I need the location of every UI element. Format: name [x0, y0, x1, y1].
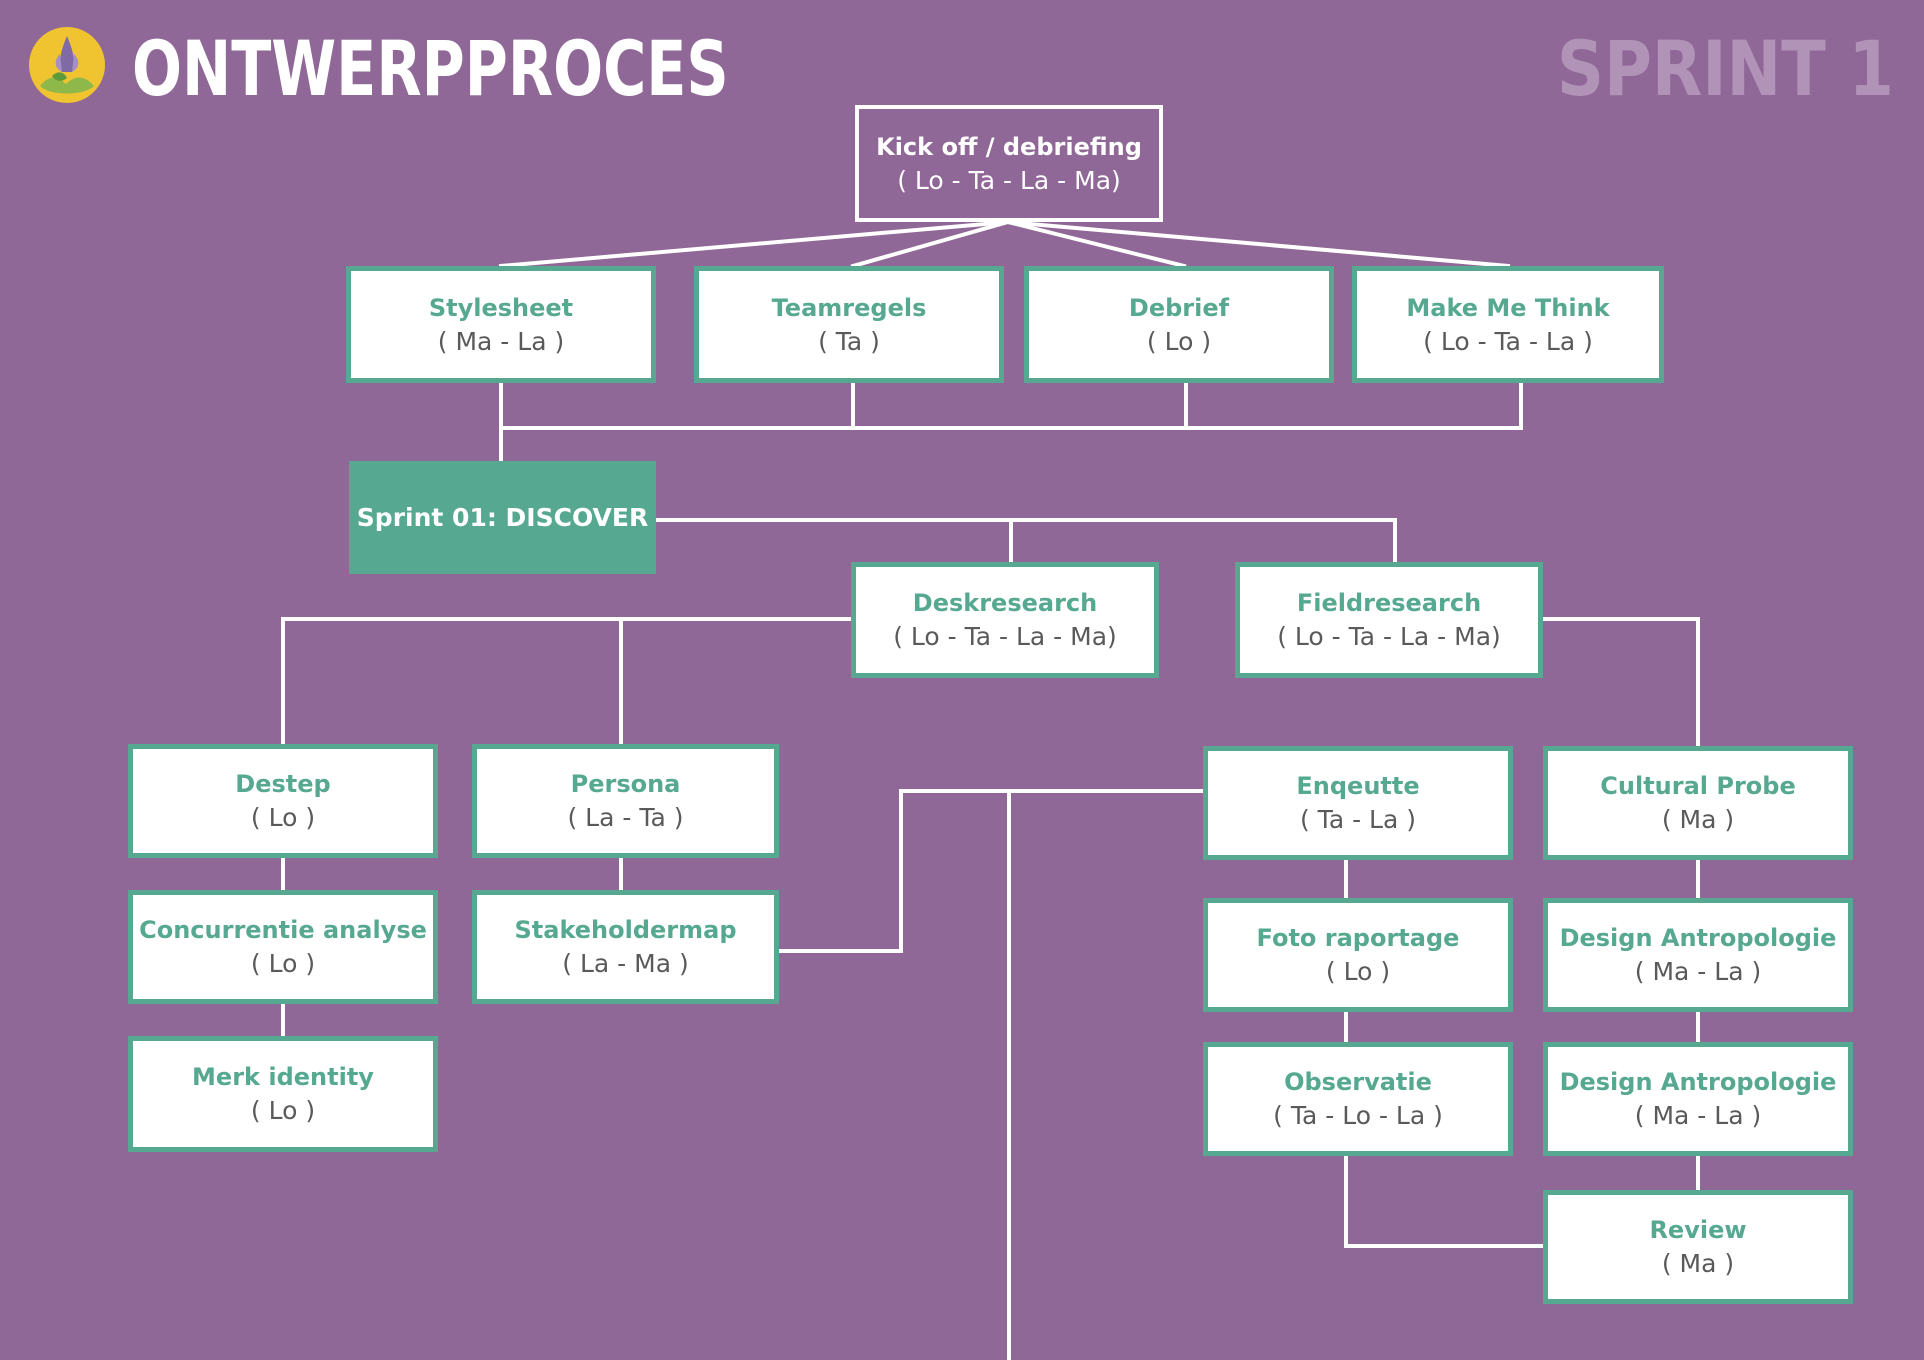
- node-stakeholdermap: Stakeholdermap ( La - Ma ): [472, 890, 779, 1004]
- flower-logo-icon: [29, 27, 105, 103]
- node-title: Merk identity: [192, 1063, 374, 1091]
- node-stylesheet: Stylesheet ( Ma - La ): [346, 266, 656, 383]
- node-title: Cultural Probe: [1600, 772, 1796, 800]
- node-title: Deskresearch: [912, 589, 1098, 617]
- node-roles: ( Lo ): [250, 803, 316, 832]
- node-review: Review ( Ma ): [1543, 1190, 1853, 1304]
- node-title: Observatie: [1284, 1068, 1432, 1096]
- node-title: Debrief: [1128, 293, 1230, 322]
- node-roles: ( La - Ta ): [567, 803, 684, 832]
- node-roles: ( Lo ): [250, 949, 316, 978]
- node-title: Persona: [570, 770, 681, 798]
- node-title: Stakeholdermap: [514, 916, 737, 944]
- node-title: Destep: [235, 770, 331, 798]
- node-roles: ( Ma ): [1661, 805, 1735, 834]
- node-roles: ( Lo ): [250, 1096, 316, 1125]
- node-title: Teamregels: [771, 293, 927, 322]
- node-roles: ( Ma - La ): [437, 326, 565, 356]
- node-fieldresearch: Fieldresearch ( Lo - Ta - La - Ma): [1235, 562, 1543, 678]
- node-title: Foto raportage: [1256, 924, 1460, 952]
- node-title: Enqeutte: [1296, 772, 1420, 800]
- node-foto-raportage: Foto raportage ( Lo ): [1203, 898, 1513, 1012]
- node-title: Fieldresearch: [1296, 589, 1482, 617]
- node-title: Design Antropologie: [1559, 1068, 1837, 1096]
- node-teamregels: Teamregels ( Ta ): [694, 266, 1004, 383]
- node-cultural-probe: Cultural Probe ( Ma ): [1543, 746, 1853, 860]
- node-roles: ( Lo ): [1325, 957, 1391, 986]
- node-design-antropologie-1: Design Antropologie ( Ma - La ): [1543, 898, 1853, 1012]
- sprint-label: SPRINT 1: [1556, 24, 1894, 113]
- node-kickoff-debriefing: Kick off / debriefing ( Lo - Ta - La - M…: [855, 105, 1163, 222]
- node-roles: ( Lo - Ta - La ): [1423, 326, 1593, 356]
- page-title: ONTWERPPROCES: [132, 24, 729, 113]
- node-debrief: Debrief ( Lo ): [1024, 266, 1334, 383]
- node-title: Review: [1649, 1216, 1747, 1244]
- node-roles: ( Ma ): [1661, 1249, 1735, 1278]
- node-title: Stylesheet: [428, 293, 574, 322]
- node-observatie: Observatie ( Ta - Lo - La ): [1203, 1042, 1513, 1156]
- node-title: Kick off / debriefing: [876, 132, 1142, 161]
- node-title: Make Me Think: [1406, 293, 1610, 322]
- node-persona: Persona ( La - Ta ): [472, 744, 779, 858]
- node-roles: ( Ma - La ): [1634, 957, 1762, 986]
- node-roles: ( Ma - La ): [1634, 1101, 1762, 1130]
- node-roles: ( Ta - La ): [1299, 805, 1416, 834]
- node-concurrentie-analyse: Concurrentie analyse ( Lo ): [128, 890, 438, 1004]
- node-make-me-think: Make Me Think ( Lo - Ta - La ): [1352, 266, 1664, 383]
- node-roles: ( Lo - Ta - La - Ma): [897, 165, 1121, 195]
- node-merk-identity: Merk identity ( Lo ): [128, 1036, 438, 1152]
- node-roles: ( Ta - Lo - La ): [1273, 1101, 1443, 1130]
- node-roles: ( La - Ma ): [562, 949, 689, 978]
- node-sprint-01-discover: Sprint 01: DISCOVER: [349, 461, 656, 574]
- node-title: Concurrentie analyse: [139, 916, 427, 944]
- node-title: Design Antropologie: [1559, 924, 1837, 952]
- node-roles: ( Lo ): [1146, 326, 1212, 356]
- node-design-antropologie-2: Design Antropologie ( Ma - La ): [1543, 1042, 1853, 1156]
- node-roles: ( Ta ): [818, 326, 880, 356]
- node-enqeutte: Enqeutte ( Ta - La ): [1203, 746, 1513, 860]
- node-roles: ( Lo - Ta - La - Ma): [893, 622, 1117, 651]
- node-deskresearch: Deskresearch ( Lo - Ta - La - Ma): [851, 562, 1159, 678]
- node-destep: Destep ( Lo ): [128, 744, 438, 858]
- node-roles: ( Lo - Ta - La - Ma): [1277, 622, 1501, 651]
- node-title: Sprint 01: DISCOVER: [356, 503, 649, 532]
